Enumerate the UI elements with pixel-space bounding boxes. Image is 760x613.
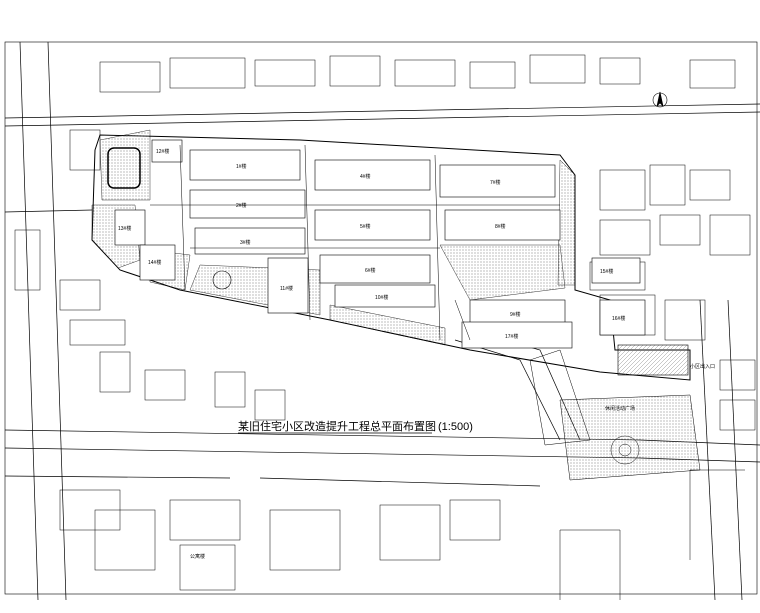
label-bldg-3: 3#楼: [240, 239, 251, 246]
bldg-10: [334, 284, 436, 308]
surrounding-buildings: [14, 54, 756, 600]
label-bldg-14: 14#楼: [148, 259, 161, 266]
drawing-title: 某旧住宅小区改造提升工程总平面布置图(1:500): [238, 419, 473, 433]
bldg-12: [151, 139, 183, 163]
label-bldg-8: 8#楼: [495, 223, 506, 230]
bldg-4: [314, 159, 431, 191]
label-bldg-17: 17#楼: [505, 333, 518, 340]
loop-path: [107, 147, 141, 189]
bldg-15: [591, 257, 641, 284]
label-bldg-13: 13#楼: [118, 225, 131, 232]
bldg-14: [139, 244, 176, 281]
label-bldg-9: 9#楼: [510, 311, 521, 318]
bldg-6: [319, 254, 431, 284]
bldg-7: [439, 164, 556, 198]
drawing-title-text: 某旧住宅小区改造提升工程总平面布置图: [238, 419, 436, 433]
drawing-scale: (1:500): [438, 421, 473, 433]
gatehouse: [617, 344, 689, 376]
label-bldg-7: 7#楼: [490, 179, 501, 186]
drawing-title-block: 某旧住宅小区改造提升工程总平面布置图(1:500): [238, 419, 473, 434]
activity-square: [529, 349, 701, 481]
label-activity-square: 休闲活动广场: [605, 405, 635, 412]
bldg-17: [461, 321, 573, 349]
bldg-9: [469, 299, 566, 327]
north-road-edge-2: [4, 111, 760, 127]
residential-buildings: [114, 139, 689, 376]
north-arrow-icon: [652, 91, 668, 108]
bldg-3: [194, 227, 306, 255]
internal-paths: [150, 144, 560, 341]
label-bldg-2: 2#楼: [236, 202, 247, 209]
label-bldg-6: 6#楼: [365, 267, 376, 274]
label-bldg-12: 12#楼: [156, 148, 169, 155]
label-bldg-4: 4#楼: [360, 173, 371, 180]
bldg-16: [599, 299, 646, 336]
drawing-frame: [4, 41, 758, 595]
label-bldg-11: 11#楼: [280, 285, 293, 292]
label-bldg-10: 10#楼: [375, 294, 388, 301]
bldg-8: [444, 209, 561, 241]
building-labels: 1#楼 2#楼 3#楼 4#楼 5#楼 6#楼 7#楼 8#楼 9#楼 10#楼…: [118, 148, 715, 560]
label-entrance: 小区出入口: [690, 363, 715, 370]
residential-site: [91, 129, 691, 381]
label-bldg-1: 1#楼: [236, 163, 247, 170]
north-road-edge-1: [4, 103, 760, 119]
bldg-13: [114, 209, 146, 246]
circular-plaza: [212, 270, 232, 290]
label-bldg-15: 15#楼: [600, 268, 613, 275]
bldg-5: [314, 209, 431, 241]
bldg-1: [189, 149, 301, 181]
label-south-building: 公寓楼: [190, 553, 205, 560]
bldg-2: [189, 189, 306, 219]
bldg-11: [267, 257, 309, 314]
label-bldg-16: 16#楼: [612, 315, 625, 322]
label-bldg-5: 5#楼: [360, 223, 371, 230]
